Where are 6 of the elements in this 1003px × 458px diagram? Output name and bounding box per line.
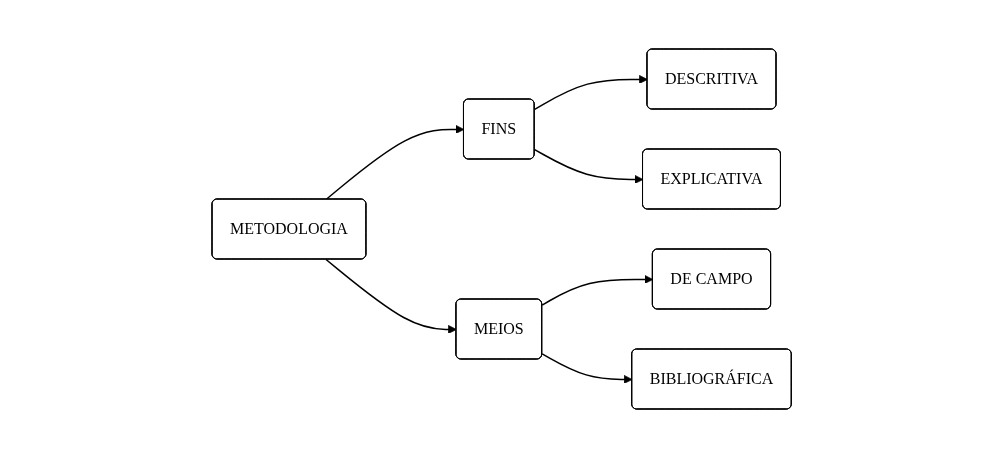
- arrow: [533, 148, 644, 184]
- arrow: [325, 125, 465, 201]
- arrow: [541, 353, 633, 384]
- arrow: [533, 75, 648, 111]
- arrow: [325, 258, 457, 334]
- arrow: [541, 275, 654, 306]
